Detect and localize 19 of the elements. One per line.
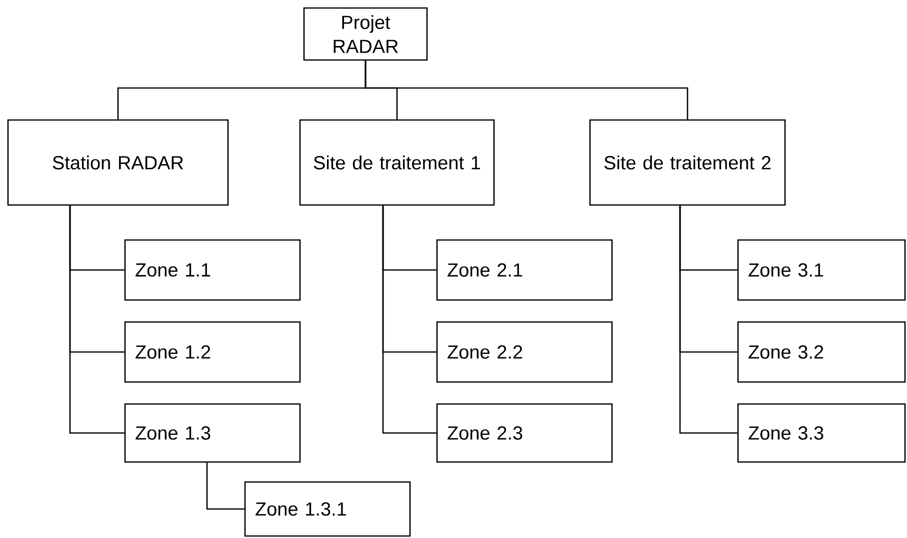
zone-box: Zone 3.1 bbox=[737, 239, 906, 301]
group-box: Station RADAR bbox=[7, 119, 229, 206]
connector-line bbox=[364, 60, 688, 120]
zone-box: Zone 1.1 bbox=[124, 239, 301, 301]
connector-line bbox=[206, 462, 244, 510]
zone-box: Zone 2.3 bbox=[436, 403, 613, 463]
connector-line bbox=[679, 206, 738, 434]
top-box: Projet RADAR bbox=[303, 7, 428, 61]
zone-box: Zone 1.2 bbox=[124, 321, 301, 383]
zone-box: Zone 1.3.1 bbox=[244, 481, 411, 537]
connector-line bbox=[69, 206, 124, 434]
connector-line bbox=[382, 206, 436, 434]
zone-box: Zone 2.2 bbox=[436, 321, 613, 383]
zone-box: Zone 2.1 bbox=[436, 239, 613, 301]
group-box: Site de traitement 1 bbox=[299, 119, 495, 206]
zone-box: Zone 1.3 bbox=[124, 403, 301, 463]
zone-box: Zone 3.3 bbox=[737, 403, 906, 463]
group-box: Site de traitement 2 bbox=[589, 119, 786, 206]
zone-box: Zone 3.2 bbox=[737, 321, 906, 383]
